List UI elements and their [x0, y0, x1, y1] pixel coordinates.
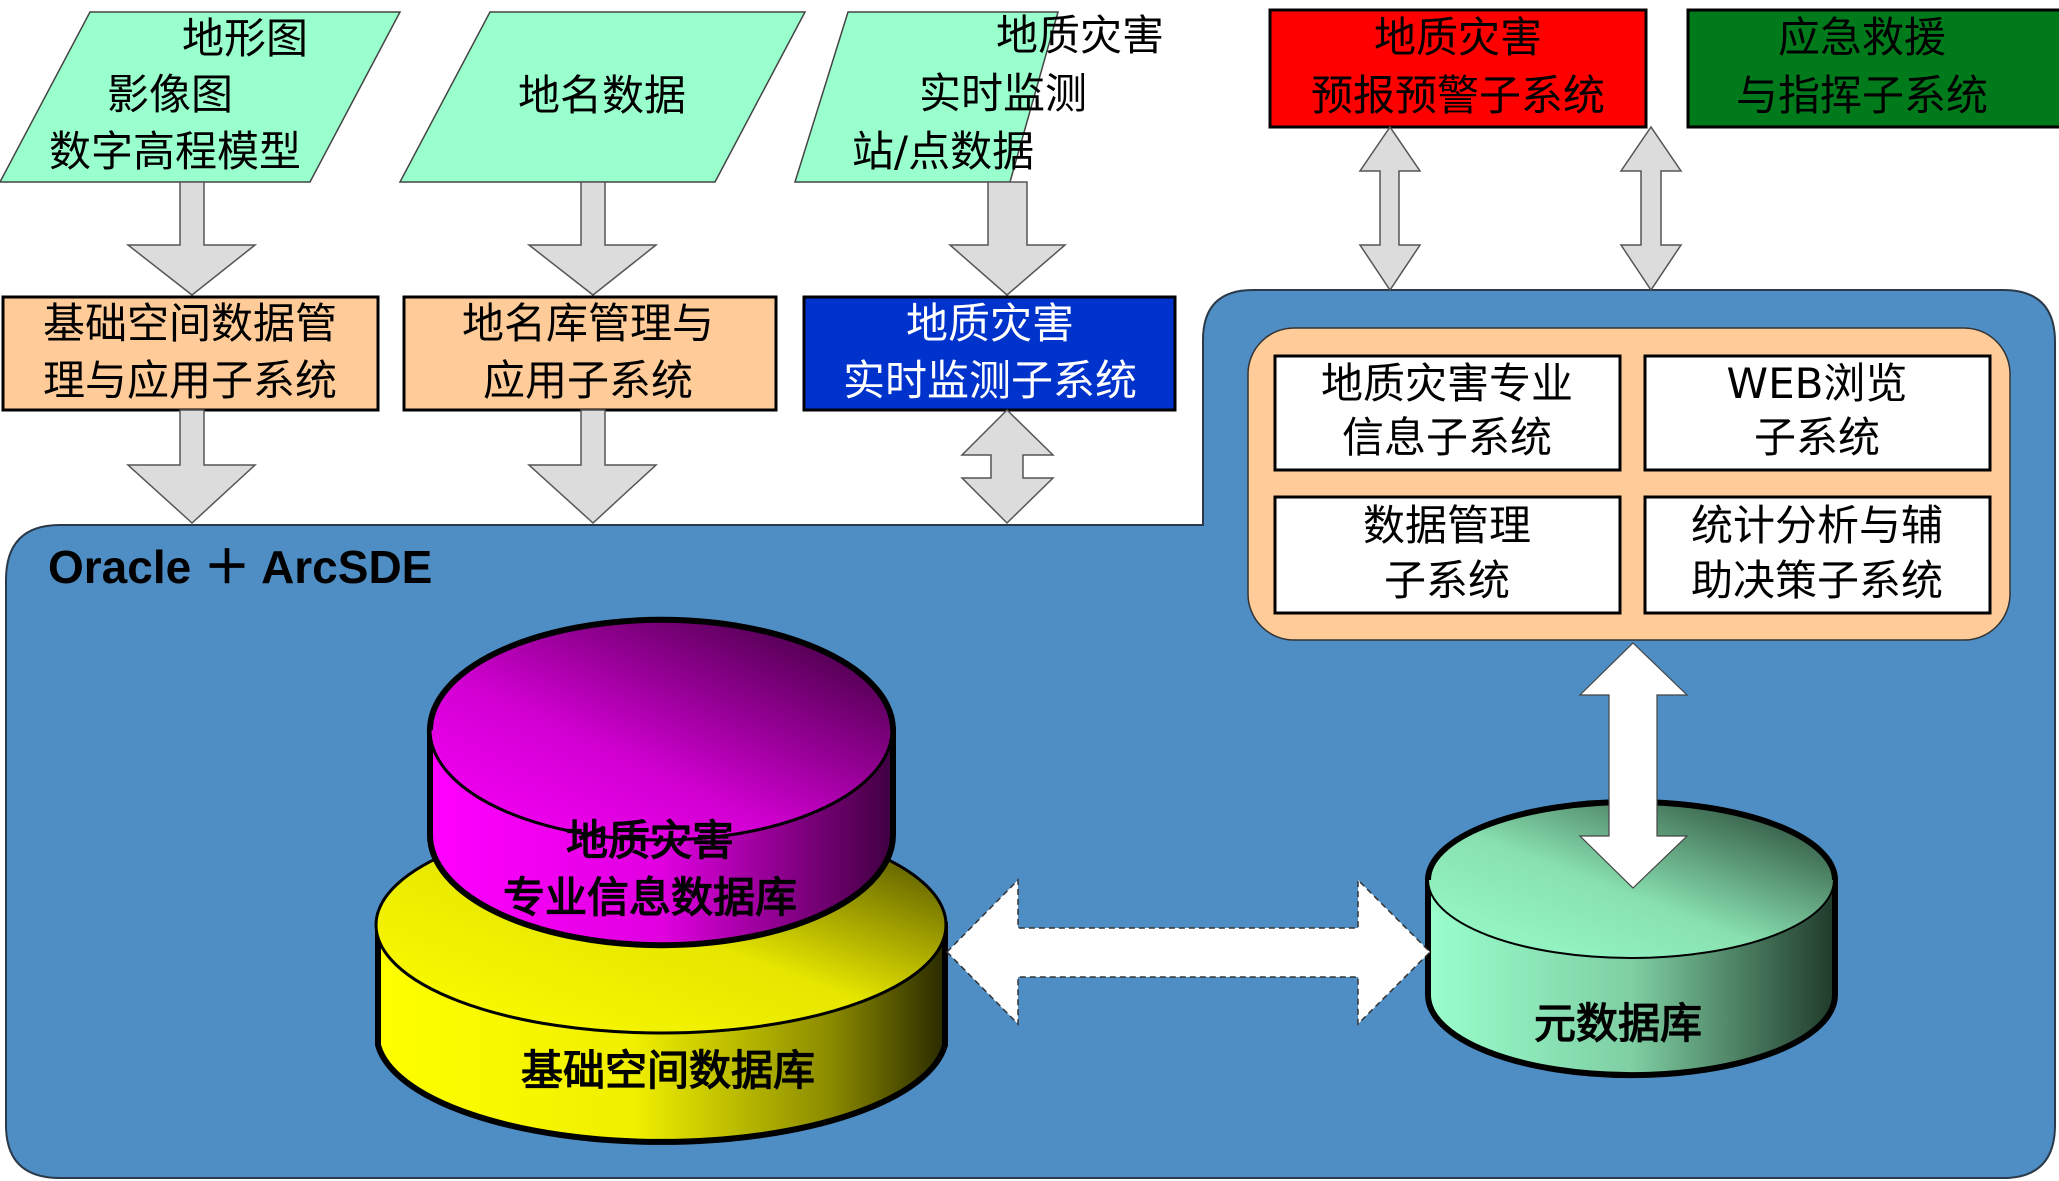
core-subsystem-1[interactable]: 地质灾害专业 信息子系统: [1273, 354, 1622, 472]
core-subsystem-1-line-1: 地质灾害专业: [1321, 359, 1573, 408]
subsystem-realtime-monitor[interactable]: 地质灾害 实时监测子系统: [802, 295, 1177, 412]
arrow-down-icon: [126, 409, 257, 525]
data-source-3-line-2: 实时监测: [919, 69, 1087, 118]
double-arrow-icon: [1358, 125, 1422, 292]
data-source-1-line-1: 地形图: [182, 14, 308, 63]
double-arrow-icon: [960, 408, 1055, 525]
external-warning-line-1: 地质灾害: [1374, 13, 1542, 62]
double-arrow-icon: [1619, 125, 1683, 292]
data-source-3-line-3: 站/点数据: [852, 127, 1034, 176]
subsystem-base-spatial[interactable]: 基础空间数据管 理与应用子系统: [1, 295, 380, 412]
double-arrow-icon: [1578, 642, 1689, 889]
data-source-1-line-2: 影像图: [107, 70, 233, 119]
double-arrow-icon: [945, 878, 1432, 1026]
arrow-down-icon: [948, 181, 1068, 296]
subsystem-placename-line-1: 地名库管理与: [462, 299, 714, 348]
arrow-down-icon: [125, 181, 258, 296]
data-source-3-line-1: 地质灾害: [996, 11, 1164, 60]
subsystem-realtime-monitor-line-1: 地质灾害: [906, 299, 1074, 348]
subsystem-base-spatial-line-2: 理与应用子系统: [43, 356, 337, 405]
subsystem-base-spatial-line-1: 基础空间数据管: [43, 299, 337, 348]
core-subsystem-2[interactable]: WEB浏览 子系统: [1643, 354, 1992, 472]
specialized-db-line-2: 专业信息数据库: [503, 873, 797, 922]
external-rescue-line-1: 应急救援: [1778, 13, 1946, 62]
specialized-db-line-1: 地质灾害: [566, 816, 734, 865]
external-rescue-subsystem[interactable]: 应急救援 与指挥子系统: [1686, 8, 2059, 129]
subsystem-realtime-monitor-line-2: 实时监测子系统: [843, 356, 1137, 405]
platform-title: Oracle ＋ ArcSDE: [48, 541, 432, 593]
external-rescue-line-2: 与指挥子系统: [1736, 71, 1988, 120]
external-warning-subsystem[interactable]: 地质灾害 预报预警子系统: [1268, 8, 1648, 129]
arrow-down-icon: [526, 181, 659, 296]
core-subsystem-2-line-2: 子系统: [1754, 413, 1880, 462]
meta-db-label: 元数据库: [1534, 999, 1702, 1048]
core-subsystem-4-line-1: 统计分析与辅: [1691, 501, 1943, 550]
subsystem-placename[interactable]: 地名库管理与 应用子系统: [402, 295, 778, 412]
specialized-database[interactable]: 地质灾害 专业信息数据库: [427, 616, 896, 949]
data-source-3[interactable]: 地质灾害 实时监测 站/点数据: [793, 11, 1164, 183]
core-subsystem-3[interactable]: 数据管理 子系统: [1273, 495, 1622, 615]
core-subsystem-4-line-2: 助决策子系统: [1691, 556, 1943, 605]
base-db-label: 基础空间数据库: [521, 1046, 815, 1095]
core-subsystem-1-line-2: 信息子系统: [1342, 413, 1552, 462]
core-subsystem-2-line-1: WEB浏览: [1727, 359, 1908, 408]
core-subsystem-3-line-2: 子系统: [1384, 556, 1510, 605]
data-source-1[interactable]: 地形图 影像图 数字高程模型: [0, 11, 402, 183]
external-warning-line-2: 预报预警子系统: [1311, 71, 1605, 120]
core-subsystem-3-line-1: 数据管理: [1363, 501, 1531, 550]
data-source-2[interactable]: 地名数据: [398, 11, 807, 183]
core-subsystem-4[interactable]: 统计分析与辅 助决策子系统: [1643, 495, 1992, 615]
arrow-down-icon: [527, 409, 658, 525]
data-source-1-line-3: 数字高程模型: [49, 127, 301, 176]
subsystem-placename-line-2: 应用子系统: [483, 356, 693, 405]
data-source-2-line-1: 地名数据: [518, 71, 686, 120]
